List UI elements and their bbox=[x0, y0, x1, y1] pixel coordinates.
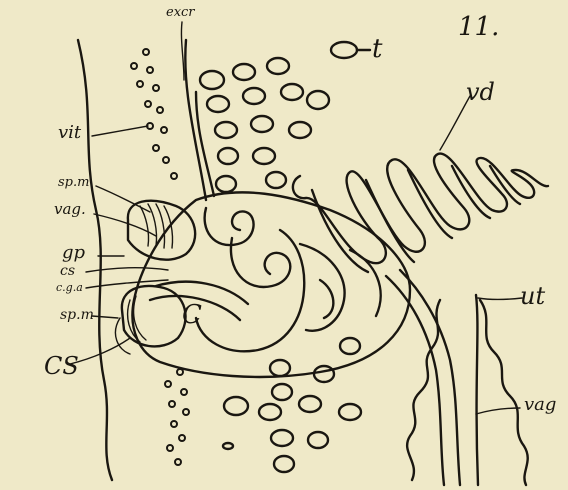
label-c: C bbox=[182, 302, 202, 328]
figure-number: 11. bbox=[458, 14, 499, 40]
vas-deferens-coils bbox=[293, 154, 548, 272]
testis-follicles bbox=[200, 42, 361, 472]
label-cs-small: cs bbox=[60, 264, 75, 278]
label-spm-lower: sp.m bbox=[60, 308, 94, 322]
label-excr: excr bbox=[166, 6, 195, 19]
excretory-canal bbox=[185, 40, 206, 200]
label-ut: ut bbox=[520, 284, 545, 308]
label-vag-right: vag bbox=[524, 396, 556, 414]
label-vit: vit bbox=[58, 124, 81, 142]
label-vag-upper: vag. bbox=[54, 202, 86, 217]
label-vd: vd bbox=[466, 80, 495, 104]
cirrus-sac-body bbox=[132, 192, 410, 377]
label-t: t bbox=[372, 36, 382, 62]
label-gp: gp bbox=[62, 244, 85, 262]
label-cs-large: CS bbox=[44, 354, 79, 378]
label-spm-upper: sp.m bbox=[58, 176, 89, 189]
uterus-wall-right bbox=[480, 300, 528, 485]
label-cga: c.g.a bbox=[56, 282, 83, 293]
